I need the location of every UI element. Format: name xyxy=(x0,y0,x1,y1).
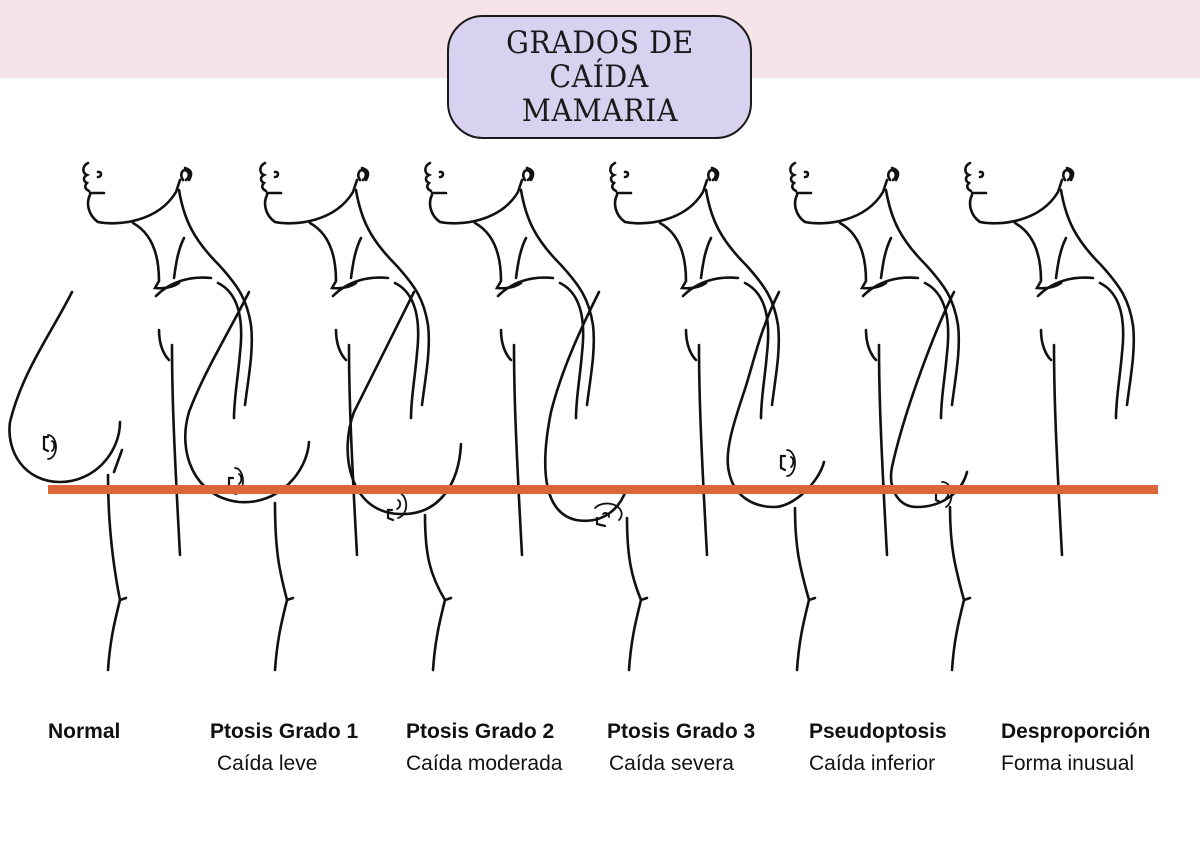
figure-pseudoptosis xyxy=(726,161,961,672)
grade-name: Pseudoptosis xyxy=(809,720,947,743)
grade-description: Caída inferior xyxy=(809,752,936,775)
title-line-1: GRADOS DE xyxy=(505,25,694,61)
title-line-3: MAMARIA xyxy=(521,93,678,129)
grade-name: Ptosis Grado 1 xyxy=(210,720,359,743)
figure-ptosis-3 xyxy=(543,161,781,672)
figures-illustration xyxy=(8,161,1136,672)
title-line-2: CAÍDA xyxy=(549,59,650,95)
grade-description: Caída leve xyxy=(217,752,318,775)
figure-ptosis-1 xyxy=(184,161,431,672)
grade-name: Desproporción xyxy=(1001,720,1151,743)
grade-description: Caída moderada xyxy=(406,752,563,775)
figure-ptosis-2 xyxy=(346,161,596,672)
figure-normal xyxy=(8,161,254,672)
grade-description: Forma inusual xyxy=(1001,752,1135,775)
label-normal: Normal xyxy=(48,720,120,752)
grade-description: Caída severa xyxy=(609,752,734,775)
label-desproporcion: Desproporción Forma inusual xyxy=(1001,720,1150,776)
label-pseudoptosis: Pseudoptosis Caída inferior xyxy=(809,720,947,776)
figure-desproporcion xyxy=(889,161,1136,672)
grade-name: Normal xyxy=(48,720,121,743)
grade-name: Ptosis Grado 3 xyxy=(607,720,756,743)
label-ptosis-2: Ptosis Grado 2 Caída moderada xyxy=(406,720,562,776)
label-ptosis-3: Ptosis Grado 3 Caída severa xyxy=(607,720,755,776)
label-ptosis-1: Ptosis Grado 1 Caída leve xyxy=(210,720,358,776)
reference-line xyxy=(48,485,1158,494)
title-box: GRADOS DE CAÍDA MAMARIA xyxy=(447,15,752,139)
grade-name: Ptosis Grado 2 xyxy=(406,720,555,743)
